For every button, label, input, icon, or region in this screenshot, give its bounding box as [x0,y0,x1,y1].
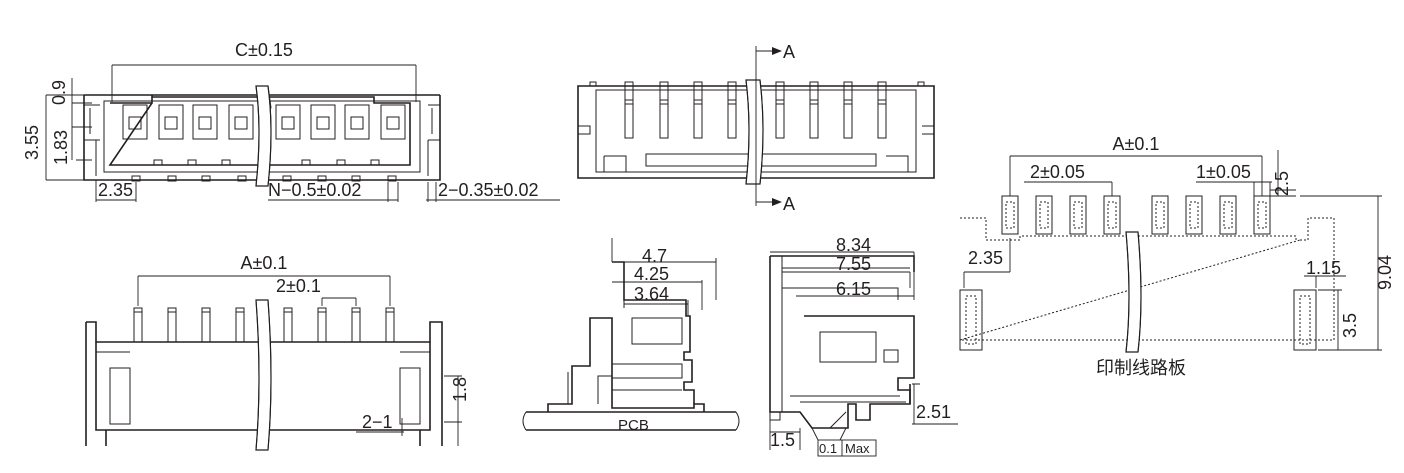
profile-view: 8.34 7.55 6.15 2.51 1.5 0.1 Max [769,235,958,457]
pcb-caption: 印制线路板 [1096,358,1186,378]
pcb-layout-view: A±0.1 2±0.05 1±0.05 2.5 2.35 1.15 9.04 3… [959,134,1395,378]
top-view: C±0.15 0.9 3.55 1.83 2.35 N−0.5±0.02 2−0… [22,40,560,202]
c-dimension: C±0.15 [235,40,293,60]
dim-4-7: 4.7 [642,246,667,266]
section-view: PCB 4.7 4.25 3.64 [522,238,740,434]
pcb-a-dimension: A±0.1 [1113,134,1160,154]
pcb-dim-1-15: 1.15 [1306,258,1341,278]
dim-2-1: 2−1 [362,412,393,432]
pcb-dim-3-5: 3.5 [1340,313,1360,338]
dim-2-35: 2.35 [98,180,133,200]
dim-2-51: 2.51 [916,402,951,422]
pitch-dimension: 2±0.1 [276,276,321,296]
pcb-pitch-dimension: 2±0.05 [1030,162,1085,182]
pcb-dim-9-04: 9.04 [1375,255,1395,290]
pcb-dim-1: 1±0.05 [1196,162,1251,182]
dim-4-25: 4.25 [634,264,669,284]
side-view: A±0.1 2±0.1 1.8 2−1 [85,253,470,451]
section-label-bottom: A [783,194,795,214]
pcb-dim-2-5: 2.5 [1272,171,1292,196]
a-dimension: A±0.1 [241,253,288,273]
section-label-top: A [783,42,795,62]
front-view: A A [577,42,935,214]
dim-8-34: 8.34 [836,235,871,255]
tolerance-max: Max [845,441,870,456]
dim-0-9: 0.9 [49,80,69,105]
dim-1-8: 1.8 [450,377,470,402]
n-pitch-dimension: N−0.5±0.02 [268,180,361,200]
dim-1-5: 1.5 [770,430,795,450]
dim-6-15: 6.15 [836,279,871,299]
tolerance-value: 0.1 [819,441,837,456]
dim-3-55: 3.55 [22,125,42,160]
dim-7-55: 7.55 [836,254,871,274]
pcb-dim-2-35: 2.35 [968,248,1003,268]
dim-1-83: 1.83 [51,130,71,165]
pcb-label: PCB [618,417,649,434]
dim-3-64: 3.64 [634,284,669,304]
pin-spec-dimension: 2−0.35±0.02 [438,180,538,200]
